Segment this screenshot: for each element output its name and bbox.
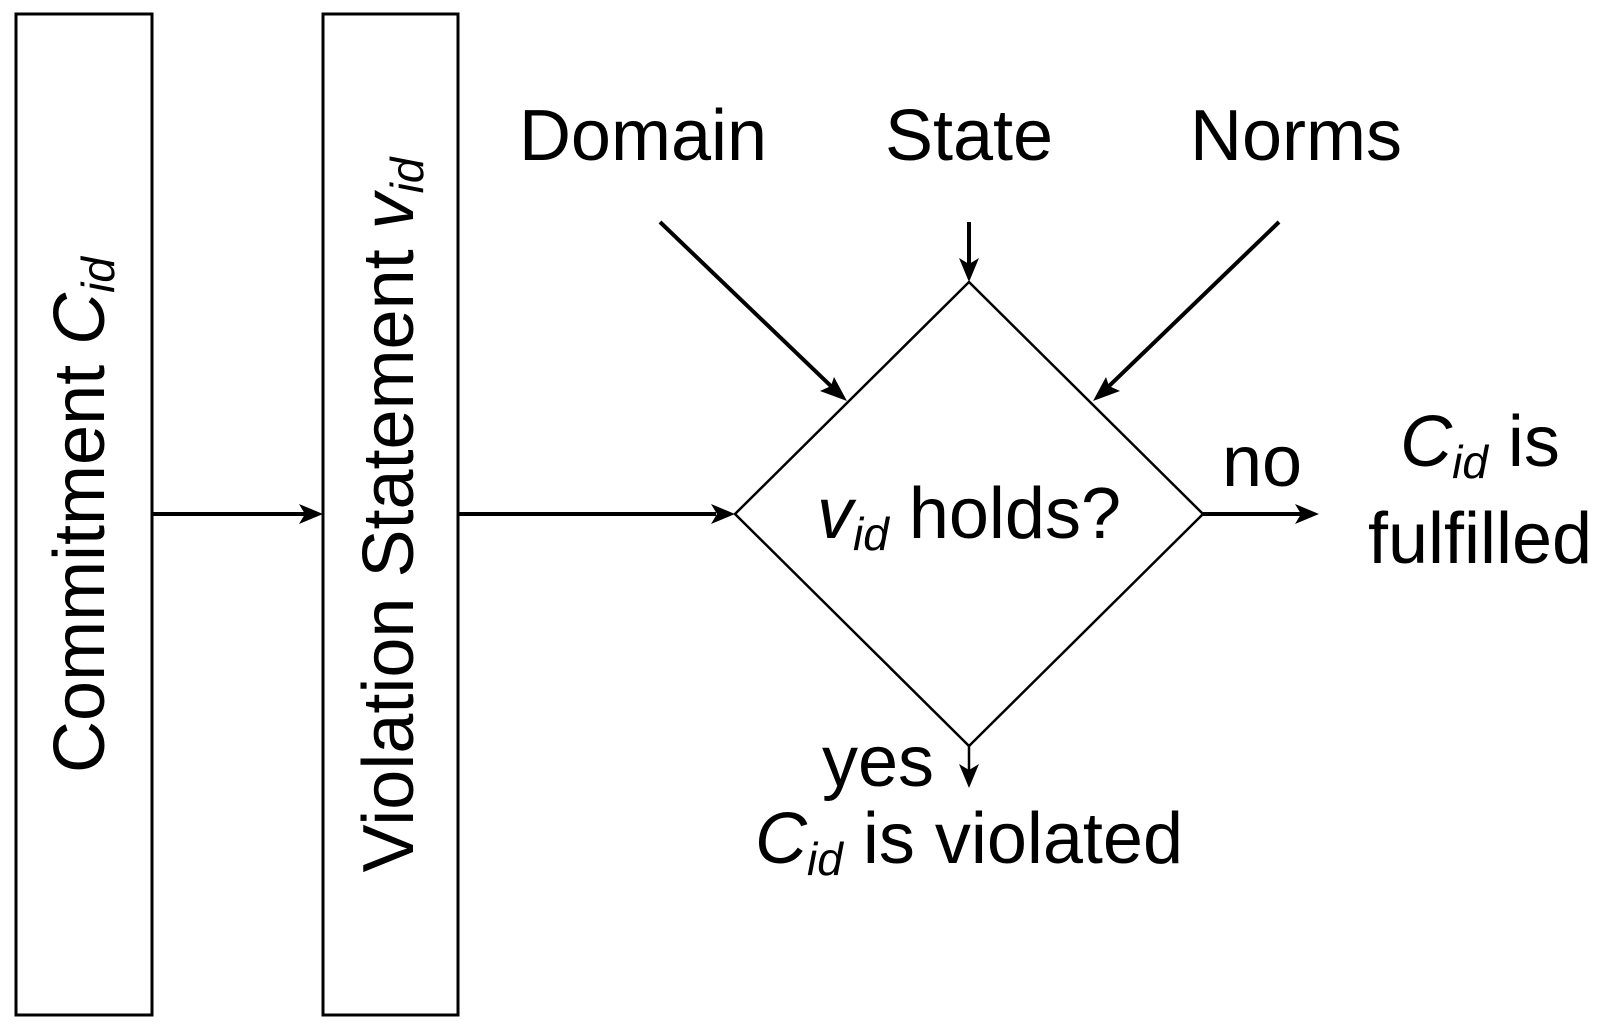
violation-statement-label: Violation Statement vid: [349, 156, 433, 872]
decision-label-text: holds?: [889, 474, 1121, 554]
violation-statement-label-symbol: v: [349, 189, 429, 229]
fulfilled-result-is: is: [1488, 402, 1560, 482]
commitment-label-text: Commitment: [40, 345, 120, 773]
arrowhead-domain-to-decision: [820, 377, 847, 401]
arrowhead-violation-to-decision: [711, 504, 735, 524]
arrowhead-norms-to-decision: [1093, 377, 1120, 401]
violated-result-symbol: C: [755, 799, 808, 879]
arrow-norms-to-decision: [1104, 220, 1281, 391]
arrow-domain-to-decision: [658, 220, 836, 391]
input-norms-label: Norms: [1190, 96, 1402, 176]
fulfilled-result-line1: Cid is: [1400, 402, 1560, 488]
input-state-label: State: [885, 96, 1053, 176]
fulfilled-result-subscript: id: [1452, 436, 1489, 488]
arrowhead-no-branch: [1295, 504, 1319, 524]
commitment-label: Commitment Cid: [40, 256, 124, 773]
commitment-box: [14, 12, 154, 1017]
fulfilled-result-line2: fulfilled: [1368, 499, 1592, 579]
violated-result-subscript: id: [807, 833, 844, 885]
violated-result-text: is violated: [843, 799, 1183, 879]
decision-label-subscript: id: [853, 508, 890, 560]
arrowhead-state-to-decision: [959, 258, 979, 282]
commitment-label-symbol: C: [40, 292, 120, 345]
arrowhead-commitment-to-violation: [299, 504, 323, 524]
violation-statement-label-subscript: id: [381, 156, 433, 193]
violation-statement-label-text: Violation Statement: [349, 229, 429, 872]
branch-yes-label: yes: [822, 722, 934, 802]
commitment-label-subscript: id: [72, 256, 124, 293]
fulfilled-result-symbol: C: [1400, 402, 1453, 482]
decision-label: vid holds?: [817, 474, 1121, 560]
branch-no-label: no: [1222, 422, 1302, 502]
decision-label-symbol: v: [817, 474, 857, 554]
violated-result: Cid is violated: [755, 799, 1183, 885]
arrowhead-yes-branch: [959, 764, 979, 788]
input-domain-label: Domain: [519, 96, 767, 176]
violation-statement-box: [321, 12, 460, 1017]
